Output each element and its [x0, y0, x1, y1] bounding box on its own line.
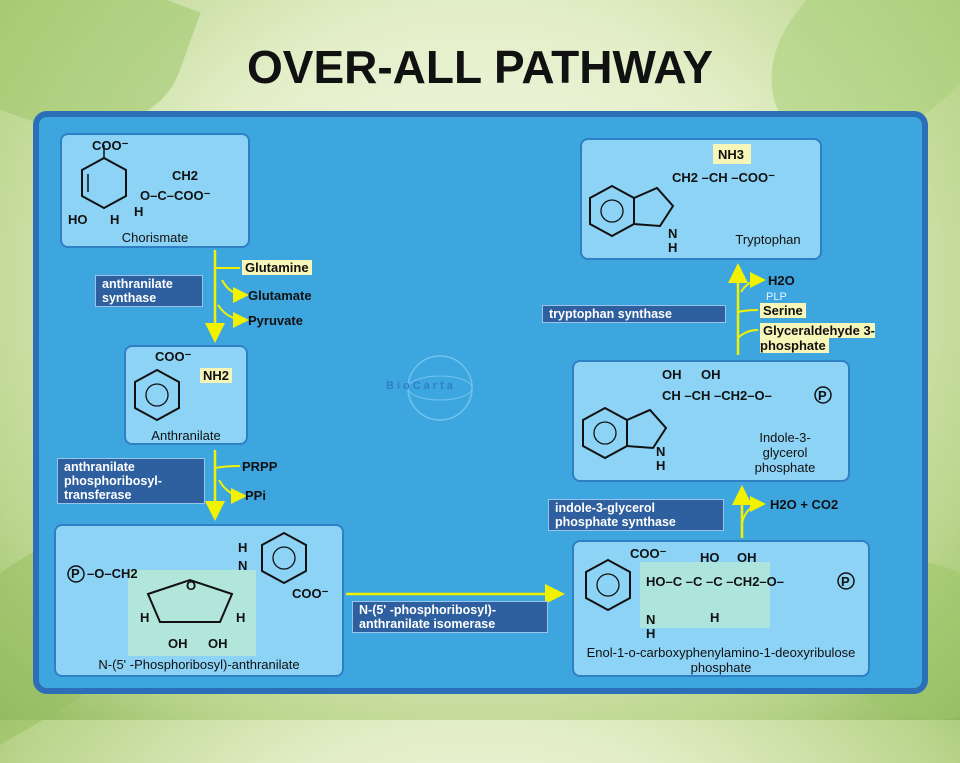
- prpp-anthranilate-label: N-(5' -Phosphoribosyl)-anthranilate: [98, 657, 300, 672]
- prpp-anthranilate-coo: COO⁻: [292, 586, 329, 601]
- trp-chain: CH2 –CH –COO⁻: [672, 170, 775, 185]
- enol-h2: H: [710, 610, 720, 625]
- anthranilate-box: [124, 345, 248, 445]
- igp-chain: CH –CH –CH2–O–: [662, 388, 772, 403]
- trp-nh3: NH3: [718, 147, 745, 162]
- enol-coo: COO⁻: [630, 546, 667, 561]
- chorismate-ho: HO: [68, 212, 88, 227]
- ribose-h-2: H: [236, 610, 246, 625]
- chorismate-label: Chorismate: [121, 230, 189, 245]
- trp-h: H: [668, 240, 678, 255]
- anthranilate-nh2: NH2: [200, 368, 233, 383]
- structures-overlay: [67, 144, 855, 656]
- h2o-label: H2O: [768, 273, 795, 288]
- tryptophan-synthase-label: tryptophan synthase: [542, 305, 726, 323]
- enol-chain: HO–C –C –C –CH2–O–: [646, 574, 784, 589]
- tryptophan-box: [580, 138, 822, 260]
- anthranilate-synthase-label: anthranilate synthase: [95, 275, 203, 307]
- indole-glycerol-phosphate-box: [572, 360, 850, 482]
- igp-h: H: [656, 458, 666, 473]
- anthranilate-label: Anthranilate: [151, 428, 221, 443]
- anthranilate-coo: COO⁻: [155, 349, 192, 364]
- ribose-oh-1: OH: [168, 636, 188, 651]
- ribose-h-1: H: [140, 610, 150, 625]
- glutamine-label: Glutamine: [242, 260, 312, 275]
- serine-label: Serine: [760, 303, 806, 318]
- chorismate-h: H: [110, 212, 120, 227]
- trp-nh: N: [668, 226, 678, 241]
- prpp-label: PRPP: [242, 459, 278, 474]
- ribose-o: O: [186, 578, 197, 593]
- phosphoribosyl-transferase-label: anthranilate phosphoribosyl-transferase: [57, 458, 205, 504]
- chorismate-side-chain: O–C–COO⁻: [140, 188, 211, 203]
- chorismate-ch2: CH2: [172, 168, 199, 183]
- enol-label: Enol-1-o-carboxyphenylamino-1-deoxyribul…: [586, 645, 856, 675]
- g3p-label: Glyceraldehyde 3-phosphate: [760, 323, 875, 353]
- prpp-anthranilate-n: N: [238, 558, 248, 573]
- enol-oh-1: HO: [700, 550, 720, 565]
- enol-nh: N: [646, 612, 656, 627]
- prpp-anthranilate-h: H: [238, 540, 248, 555]
- igp-oh-1: OH: [662, 367, 682, 382]
- page-title: OVER-ALL PATHWAY: [247, 41, 713, 93]
- glutamate-label: Glutamate: [248, 288, 312, 303]
- ribose-oh-2: OH: [208, 636, 228, 651]
- chorismate-h2: H: [134, 204, 144, 219]
- igp-p: P: [818, 388, 827, 403]
- pyruvate-label: Pyruvate: [248, 313, 303, 328]
- igp-synthase-label: indole-3-glycerol phosphate synthase: [548, 499, 724, 531]
- chorismate-coo: COO⁻: [92, 138, 129, 153]
- biocarta-logo: BioCarta: [386, 380, 456, 392]
- enol-h: H: [646, 626, 656, 641]
- tryptophan-label: Tryptophan: [735, 232, 801, 247]
- enol-p: P: [841, 574, 850, 589]
- h2o-co2-label: H2O + CO2: [770, 497, 839, 512]
- prpp-anthranilate-p: P: [71, 566, 80, 581]
- plp-label: PLP: [766, 291, 787, 303]
- igp-nh: N: [656, 444, 666, 459]
- prpp-anthranilate-chain: –O–CH2: [87, 566, 138, 581]
- isomerase-label: N-(5' -phosphoribosyl)-anthranilate isom…: [352, 601, 548, 633]
- enol-oh-2: OH: [737, 550, 757, 565]
- chorismate-box: [60, 133, 250, 248]
- ppi-label: PPi: [245, 488, 266, 503]
- igp-label: Indole-3-glycerol phosphate: [754, 430, 816, 475]
- igp-oh-2: OH: [701, 367, 721, 382]
